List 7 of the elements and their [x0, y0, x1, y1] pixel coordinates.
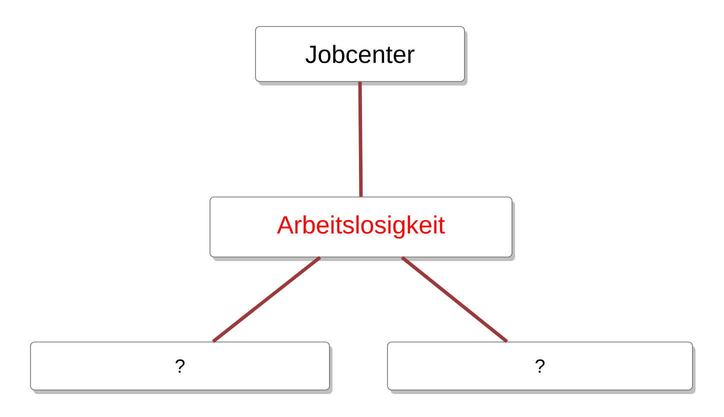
- connector-line: [400, 256, 508, 343]
- text-box: ?: [387, 342, 696, 394]
- text-box: Jobcenter: [255, 26, 468, 86]
- text-box: ?: [30, 342, 332, 394]
- text-box: Arbeitslosigkeit: [210, 196, 515, 261]
- connector-line: [358, 82, 363, 197]
- connector-line: [212, 256, 322, 343]
